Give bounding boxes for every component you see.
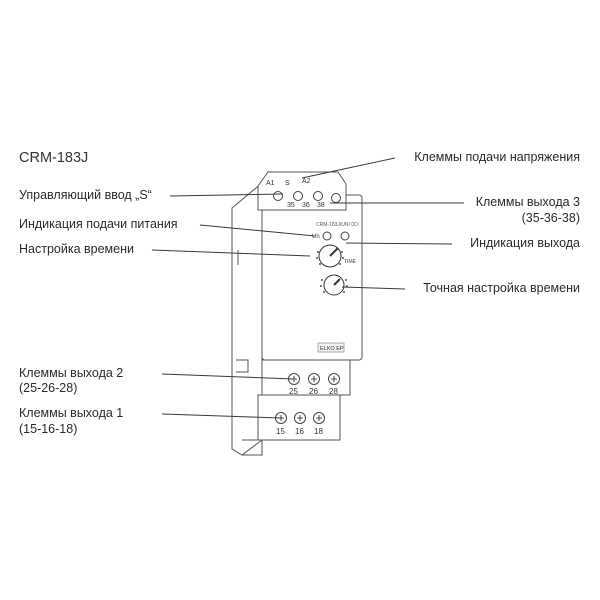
label-output3-numbers: (35-36-38) (521, 211, 580, 225)
device-front-label: CRM-183J/UNI 0D (316, 222, 358, 228)
terminal-a2: A2 (302, 178, 311, 185)
terminal-28: 28 (329, 387, 338, 396)
indicator-un-text: Un (312, 234, 320, 240)
label-output-indication: Индикация выхода (470, 236, 580, 250)
leader-time-setting (151, 249, 311, 257)
din-rail-clip (236, 250, 249, 373)
label-power-indication: Индикация подачи питания (19, 217, 178, 231)
label-output3-terminals: Клеммы выхода 3 (475, 195, 580, 209)
label-output1-terminals: Клеммы выхода 1 (19, 406, 124, 420)
leader-power-indication (199, 224, 316, 237)
terminal-26: 26 (309, 387, 318, 396)
terminal-18: 18 (314, 427, 323, 436)
leader-control-input (169, 193, 284, 197)
terminal-a1: A1 (266, 180, 275, 187)
model-title: CRM-183J (19, 150, 89, 166)
label-supply-terminals: Клеммы подачи напряжения (414, 150, 580, 164)
label-fine-time-setting: Точная настройка времени (423, 281, 580, 295)
terminal-35: 35 (287, 202, 295, 209)
leader-output1-terminals (161, 413, 283, 419)
terminal-s: S (285, 180, 290, 187)
power-indicator-led (322, 231, 332, 241)
output-indicator-led (340, 231, 350, 241)
leader-fine-time-setting (341, 286, 406, 290)
time-scale-text: TIME (344, 259, 357, 265)
terminal-15: 15 (276, 427, 285, 436)
terminal-25: 25 (289, 387, 298, 396)
device-front-panel (261, 194, 363, 361)
brand-plate (317, 342, 345, 353)
device-side-panel (231, 181, 263, 456)
leader-output2-terminals (161, 373, 295, 380)
label-output2-terminals: Клеммы выхода 2 (19, 366, 124, 380)
leader-output-indication (345, 242, 453, 245)
lower-body (261, 359, 351, 396)
label-control-input: Управляющий ввод „S“ (19, 188, 152, 202)
label-output2-numbers: (25-26-28) (19, 381, 78, 395)
brand-text: ELKO EP (320, 346, 344, 352)
terminal-16: 16 (295, 427, 304, 436)
terminal-36: 36 (302, 202, 310, 209)
label-time-setting: Настройка времени (19, 242, 134, 256)
terminal-38: 38 (317, 202, 325, 209)
label-output1-numbers: (15-16-18) (19, 422, 78, 436)
leader-supply-terminals (301, 157, 396, 179)
